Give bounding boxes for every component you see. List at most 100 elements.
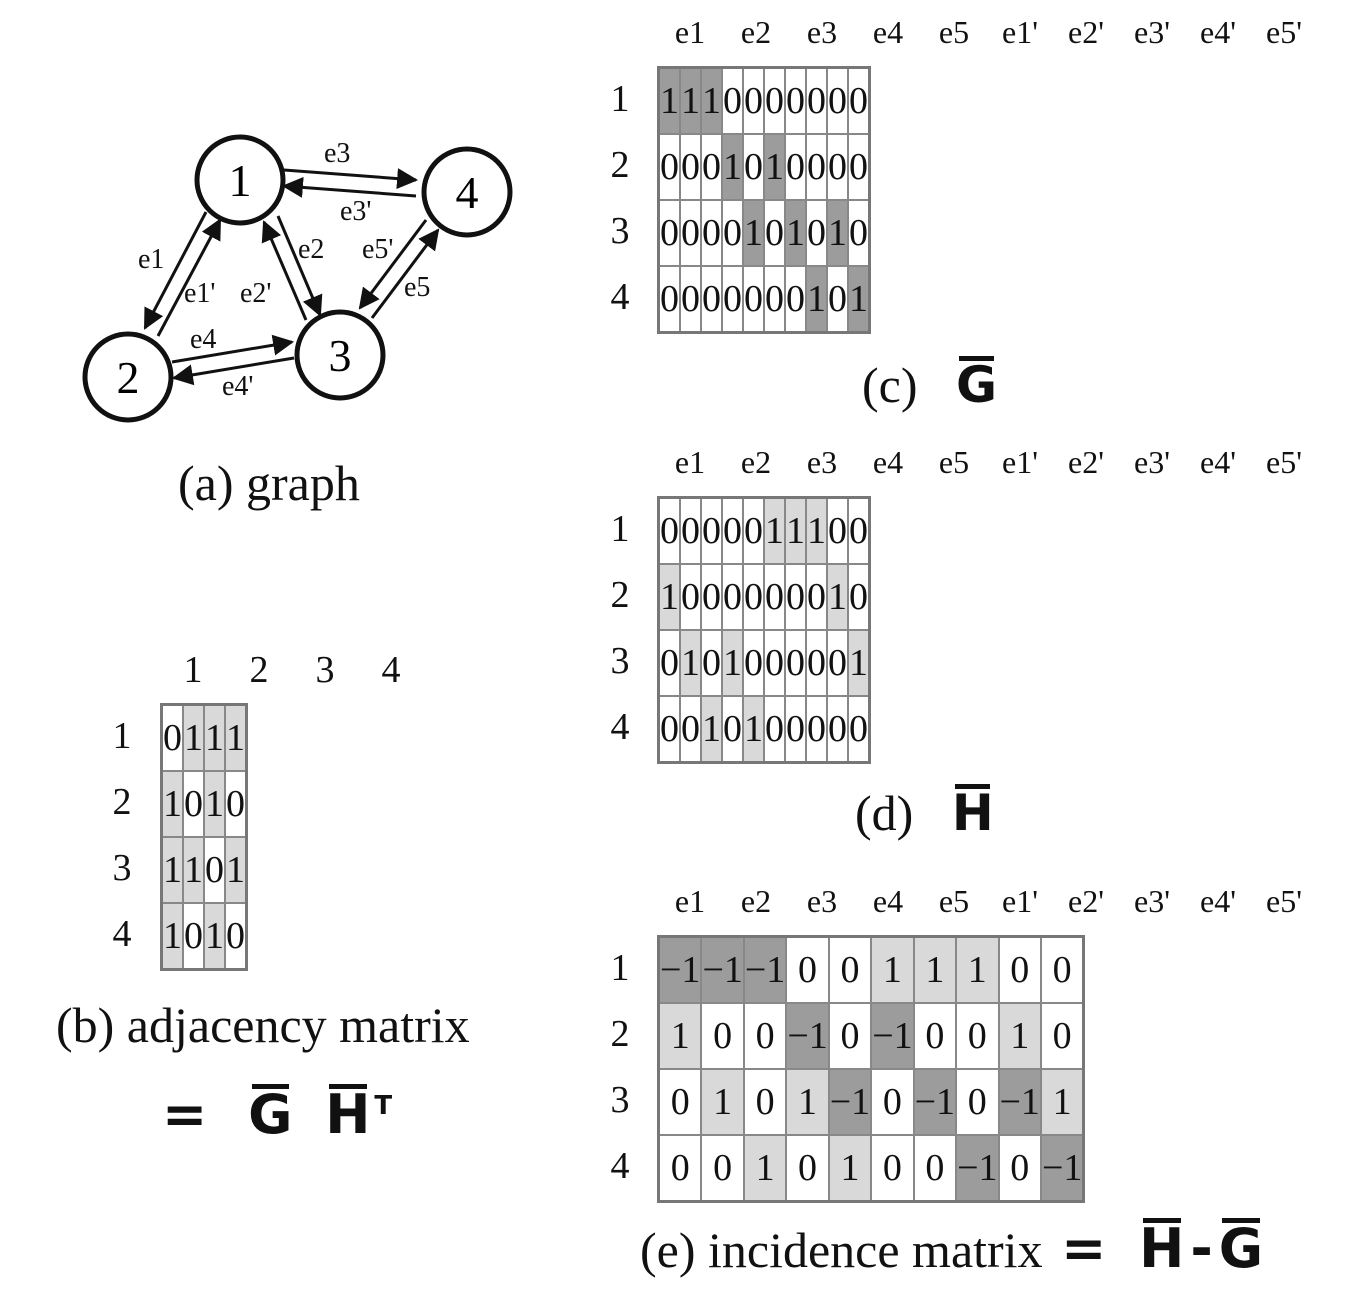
column-header: e5'	[1266, 14, 1302, 50]
matrix-cell: 1	[182, 703, 205, 772]
matrix-cell: 0	[784, 629, 807, 697]
matrix-cell: −1	[657, 935, 703, 1004]
column-header: e4'	[1200, 444, 1236, 480]
matrix-cell: 0	[721, 265, 744, 334]
row-header: 1	[610, 78, 630, 120]
matrix-cell: 0	[763, 629, 786, 697]
matrix-cell: 0	[700, 563, 723, 631]
matrix-cell: 0	[763, 563, 786, 631]
matrix-cell: 0	[805, 563, 828, 631]
matrix-cell: 1	[826, 199, 849, 267]
matrix-cell: 1	[721, 133, 744, 201]
edge-label-e3-prime: e3'	[340, 196, 371, 227]
matrix-cell: 0	[657, 1134, 703, 1203]
matrix-cell: 0	[742, 563, 765, 631]
matrix-cell: 0	[160, 703, 184, 772]
matrix-cell: 1	[784, 496, 807, 565]
matrix-cell: 0	[955, 1002, 1000, 1070]
matrix-cell: 0	[700, 1134, 745, 1203]
matrix-cell: 1	[805, 265, 828, 334]
graph-node-4: 4	[421, 146, 513, 238]
matrix-cell: 1	[700, 695, 723, 764]
matrix-cell: 0	[657, 695, 681, 764]
matrix-cell: 0	[742, 496, 765, 565]
column-header: e1'	[1002, 444, 1038, 480]
column-header: e3'	[1134, 883, 1170, 919]
row-header: 2	[610, 574, 630, 616]
column-header: e5	[938, 444, 970, 480]
column-header: 1	[183, 649, 203, 691]
edge-e3-prime	[281, 176, 417, 198]
column-header: e4'	[1200, 883, 1236, 919]
matrix-cell: 1	[160, 770, 184, 838]
matrix-cell: 0	[657, 496, 681, 565]
incidence-caption: (e) incidence matrix = H-G	[640, 1217, 1263, 1280]
matrix-cell: 0	[763, 695, 786, 764]
matrix-cell: 0	[657, 199, 681, 267]
column-header: e2	[740, 14, 772, 50]
edge-label-e5: e5	[404, 272, 430, 303]
matrix-cell: 1	[182, 836, 205, 904]
h-bar-symbol: H	[325, 1083, 371, 1146]
matrix-cell: 0	[997, 1134, 1042, 1203]
matrix-cell: 1	[203, 770, 226, 838]
h-bar-symbol: H	[1139, 1217, 1185, 1280]
h-bar-caption-prefix: (d)	[855, 785, 914, 841]
column-header: 2	[249, 649, 269, 691]
column-header: e5	[938, 14, 970, 50]
column-header: e2'	[1068, 883, 1104, 919]
column-header: e4	[872, 883, 904, 919]
column-header: 3	[315, 649, 335, 691]
matrix-cell: 1	[679, 629, 702, 697]
row-header: 2	[610, 1013, 630, 1055]
matrix-cell: 0	[870, 1134, 915, 1203]
matrix-cell: 1	[847, 265, 871, 334]
column-header: e3	[806, 14, 838, 50]
row-header: 4	[112, 913, 132, 955]
edge-e2	[276, 215, 323, 317]
row-header: 3	[610, 1079, 630, 1121]
matrix-cell: 0	[826, 629, 849, 697]
column-header: e2	[740, 883, 772, 919]
adjacency-caption: (b) adjacency matrix	[56, 997, 470, 1053]
edge-label-e2-prime: e2'	[240, 278, 271, 309]
matrix-cell: 0	[721, 496, 744, 565]
matrix-cell: 1	[805, 496, 828, 565]
edge-e1	[143, 211, 208, 330]
matrix-cell: 1	[224, 836, 248, 904]
matrix-cell: −1	[955, 1134, 1000, 1203]
row-header: 3	[112, 847, 132, 889]
matrix-cell: 0	[657, 629, 681, 697]
column-header: e4'	[1200, 14, 1236, 50]
g-bar-caption-symbol: G	[956, 356, 998, 414]
column-header: e3	[806, 883, 838, 919]
matrix-cell: 0	[763, 66, 786, 135]
directed-graph: 1 2 3 4 e1 e2 e3 e4 e5 e1' e2' e3' e4' e…	[82, 134, 513, 423]
edge-e4-prime	[171, 356, 295, 386]
matrix-cell: 0	[1039, 935, 1085, 1004]
matrix-cell: 1	[997, 1002, 1042, 1070]
g-bar-symbol: G	[248, 1083, 293, 1146]
matrix-cell: 0	[847, 695, 871, 764]
edge-e5	[370, 228, 440, 319]
row-header: 3	[610, 640, 630, 682]
matrix-cell: 0	[721, 563, 744, 631]
edge-label-e4: e4	[190, 324, 216, 355]
matrix-cell: 1	[955, 935, 1000, 1004]
matrix-cell: 1	[203, 703, 226, 772]
matrix-cell: 0	[847, 496, 871, 565]
matrix-cell: −1	[742, 935, 788, 1004]
matrix-cell: 0	[742, 1068, 788, 1136]
matrix-cell: 0	[679, 199, 702, 267]
matrix-cell: 0	[742, 1002, 788, 1070]
column-header: e3	[806, 444, 838, 480]
matrix-cell: 0	[700, 629, 723, 697]
